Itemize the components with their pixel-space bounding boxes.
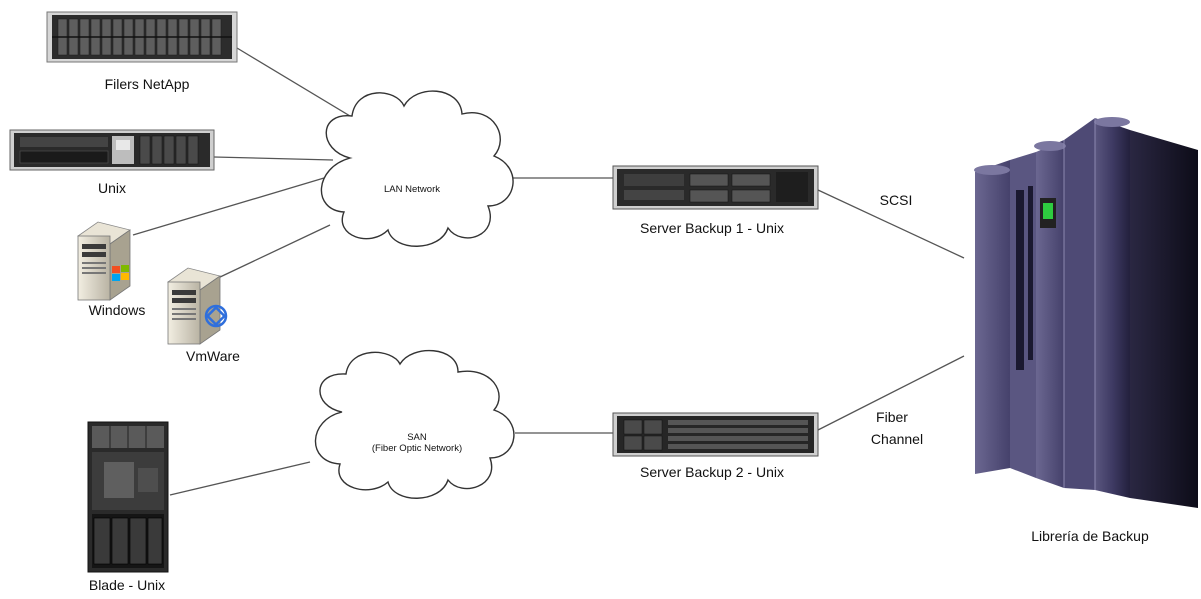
label-filers-netapp: Filers NetApp	[104, 76, 190, 92]
label-vmware: VmWare	[186, 348, 240, 364]
filers-netapp-icon	[46, 11, 238, 63]
windows-tower-icon	[77, 221, 131, 301]
blade-chassis-icon	[87, 421, 169, 573]
edge-fiber-channel	[817, 355, 965, 431]
tape-library-icon	[974, 117, 1198, 508]
label-windows: Windows	[88, 302, 146, 318]
label-server-backup-1: Server Backup 1 - Unix	[640, 220, 784, 236]
edge-unix-lan	[213, 156, 334, 161]
san-cloud-icon	[314, 349, 515, 499]
server-backup-2-icon	[612, 412, 819, 457]
vmware-logo-icon	[204, 304, 228, 328]
lan-network-cloud-icon	[320, 90, 514, 247]
label-scsi: SCSI	[879, 192, 913, 208]
label-unix: Unix	[97, 180, 126, 196]
label-san: SAN	[407, 432, 427, 443]
edge-scsi	[817, 189, 965, 259]
vmware-tower-icon	[167, 267, 228, 345]
label-libreria-de-backup: Librería de Backup	[1031, 528, 1149, 544]
edge-blade-san	[169, 461, 311, 496]
edge-vmware-lan	[217, 224, 331, 279]
label-channel: Channel	[870, 431, 924, 447]
label-fiber: Fiber	[876, 409, 908, 425]
unix-server-icon	[9, 129, 215, 171]
server-backup-1-icon	[612, 165, 819, 210]
edge-windows-lan	[132, 177, 325, 236]
label-server-backup-2: Server Backup 2 - Unix	[640, 464, 784, 480]
windows-logo-icon	[112, 265, 129, 281]
connections	[132, 47, 965, 496]
edge-filers-lan	[236, 47, 371, 129]
label-blade-unix: Blade - Unix	[88, 577, 166, 593]
label-san-subtitle: (Fiber Optic Network)	[371, 443, 463, 454]
label-lan-network: LAN Network	[384, 184, 440, 195]
